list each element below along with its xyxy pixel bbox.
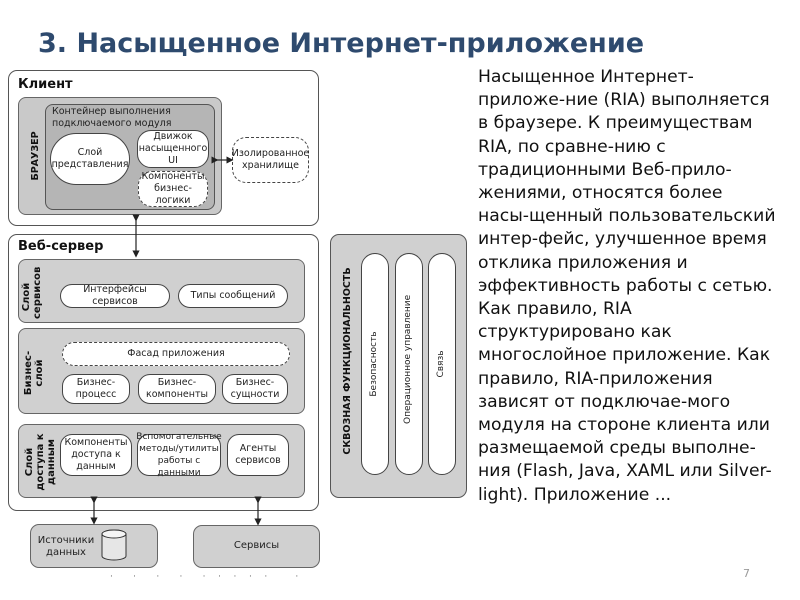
slide-title: 3. Насыщенное Интернет-приложение [38,28,645,59]
web-server-title: Веб-сервер [18,239,104,254]
business-entities-pill: Бизнес-сущности [222,374,288,404]
data-sources-label: Источники данных [37,535,95,558]
client-title: Клиент [18,77,73,92]
crosscutting-security-pill [361,253,389,475]
ui-engine-pill: Движок насыщенного UI [137,130,209,168]
message-types-pill: Типы сообщений [178,284,288,308]
services-label: Сервисы [233,540,280,551]
crosscutting-operations-pill [395,253,423,475]
application-facade-pill: Фасад приложения [62,342,290,366]
data-access-components-pill: Компоненты доступа к данным [60,434,132,476]
page-number: 7 [743,567,750,580]
data-helpers-utilities-pill: Вспомогательные методы/утилиты работы с … [136,432,222,478]
service-interfaces-pill: Интерфейсы сервисов [60,284,170,308]
crosscutting-communication-pill [428,253,456,475]
presentation-layer-pill: Слой представления [50,133,130,185]
business-process-pill: Бизнес-процесс [62,374,130,404]
database-icon [101,529,127,561]
slide-body-text: Насыщенное Интернет-приложе-ние (RIA) вы… [478,67,776,505]
data-sources-box [30,524,158,568]
business-components-client-pill: Компоненты бизнес-логики [138,171,208,207]
service-agents-pill: Агенты сервисов [227,434,289,476]
plugin-container-label: Контейнер выполнения подключаемого модул… [52,106,172,129]
business-components-pill: Бизнес-компоненты [138,374,216,404]
faint-footer-marks: · · · · · · · · · · [110,572,300,582]
